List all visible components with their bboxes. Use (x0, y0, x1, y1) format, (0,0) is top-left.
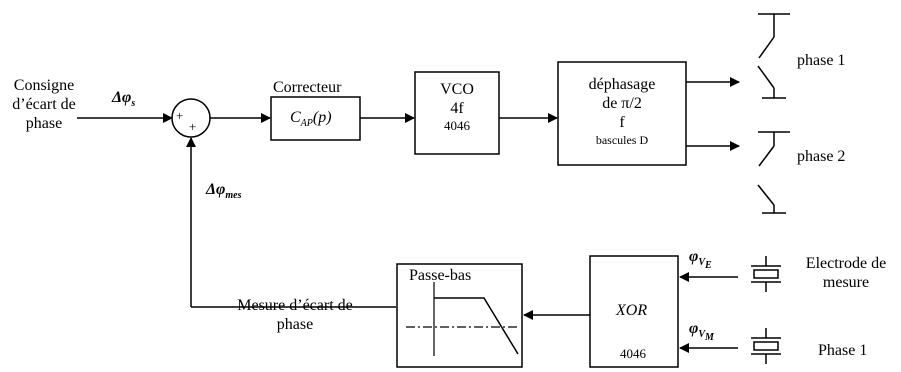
dephasage-label: déphasage de π/2 f bascules D (588, 76, 656, 147)
electrode-phase1-icon (751, 328, 781, 364)
passe-bas-title: Passe-bas (409, 267, 472, 284)
phi-ve-label: φVE (689, 248, 712, 272)
passe-bas-block (396, 263, 523, 368)
summer-plus-top: + (176, 108, 184, 123)
phase2-label: phase 2 (797, 148, 846, 165)
dephasage-block (557, 61, 687, 166)
correcteur-block (270, 96, 361, 141)
delta-phi-mes-label: Δφmes (206, 181, 242, 202)
switch-phase2-icon (757, 131, 790, 214)
vco-block (414, 71, 500, 155)
phi-vm-label: φVM (689, 320, 714, 344)
delta-phi-s-label: Δφs (112, 89, 136, 110)
electrode-mesure-label: Electrode de mesure (805, 255, 887, 292)
mesure-label: Mesure d’écart de phase (237, 297, 353, 334)
electrode-mesure-icon (751, 256, 781, 292)
phase1-label: phase 1 (797, 52, 846, 69)
correcteur-title: Correcteur (273, 79, 342, 96)
correcteur-transfer: CAP(p) (290, 109, 332, 130)
consigne-label: Consigne d’écart de phase (12, 77, 76, 133)
xor-chip: 4046 (620, 346, 646, 361)
xor-block (589, 255, 679, 368)
switch-phase1-icon (757, 13, 790, 99)
xor-title: XOR (616, 302, 648, 319)
electrode-phase1-label: Phase 1 (818, 342, 868, 359)
vco-label: VCO 4f 4046 (440, 81, 474, 134)
summer-plus-bottom: + (189, 119, 197, 134)
lowpass-response-icon (406, 282, 519, 356)
